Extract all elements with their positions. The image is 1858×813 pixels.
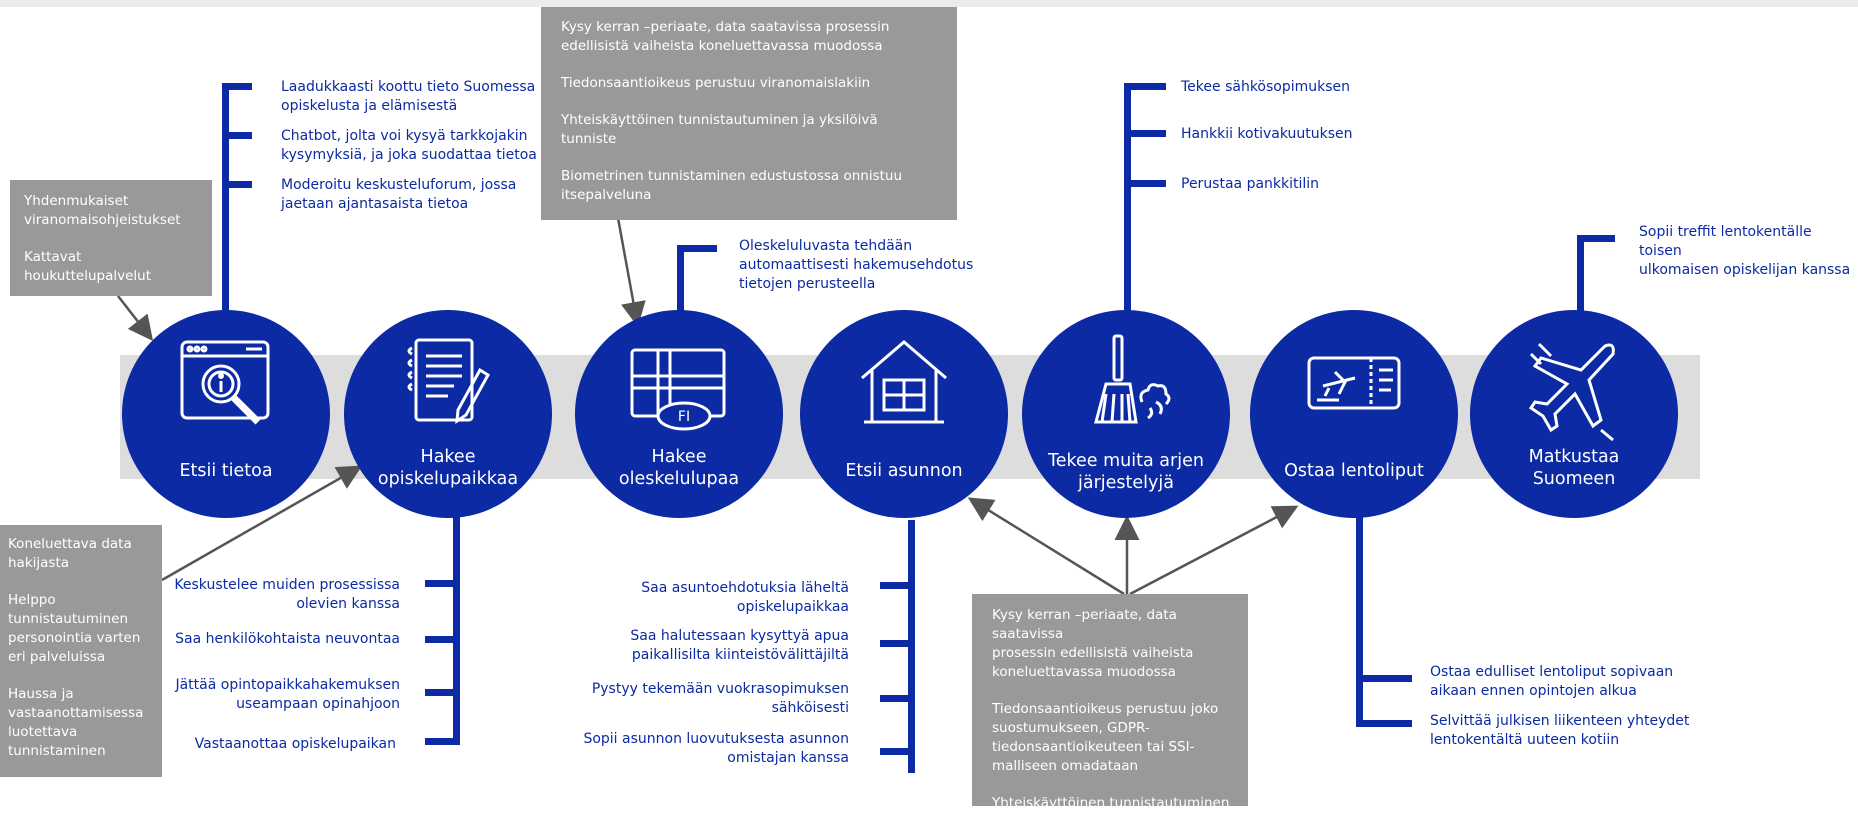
info-box-left-top-line-1: Yhdenmukaiset viranomaisohjeistukset: [24, 193, 181, 228]
branch-tick: [880, 695, 910, 702]
branch-tick: [880, 748, 910, 755]
arrow-to-hakee-opiskelupaikkaa: [161, 465, 363, 582]
info-box-center-bottom-line-1: Kysy kerran –periaate, data saatavissa p…: [992, 607, 1194, 680]
step-tekee-muita: Tekee muita arjen järjestelyjä: [1022, 310, 1230, 518]
step-label: Ostaa lentoliput: [1284, 461, 1424, 481]
branch-tick: [1577, 235, 1615, 242]
branch-tick: [677, 245, 717, 252]
info-box-left-bottom-line-1: Koneluettava data hakijasta: [8, 536, 132, 571]
info-box-left-bottom-line-3: Haussa ja vastaanottamisessa luotettava …: [8, 686, 144, 759]
info-box-center-top-line-2: Tiedonsaantioikeus perustuu viranomaisla…: [561, 75, 871, 91]
branch-tick: [425, 636, 455, 643]
step-ostaa-lentoliput: Ostaa lentoliput: [1250, 310, 1458, 518]
step-label: Matkustaa Suomeen: [1528, 447, 1620, 489]
etsii-tietoa-item-3: Moderoitu keskusteluforum, jossa jaetaan…: [281, 177, 517, 212]
hakee-opiskelupaikkaa-item-1: Keskustelee muiden prosessissa olevien k…: [174, 577, 400, 612]
plane-ticket-icon: [1307, 356, 1401, 410]
step-hakee-opiskelupaikkaa: Hakee opiskelupaikkaa: [344, 310, 552, 518]
arrow-to-ostaa-lentoliput: [1129, 505, 1299, 596]
branch-tick: [1124, 83, 1166, 90]
info-box-center-bottom-line-3: Yhteiskäyttöinen tunnistautuminen: [992, 795, 1230, 811]
info-box-left-bottom-line-2: Helppo tunnistautuminen personointia var…: [8, 592, 141, 665]
info-box-center-top: Kysy kerran –periaate, data saatavissa p…: [541, 7, 957, 220]
step-label: Etsii tietoa: [179, 461, 273, 481]
info-box-left-bottom: Koneluettava data hakijasta Helppo tunni…: [0, 525, 162, 777]
house-icon: [861, 340, 947, 424]
etsii-asunnon-item-2: Saa halutessaan kysyttyä apua paikallisi…: [630, 628, 849, 663]
ostaa-lentoliput-item-1: Ostaa edulliset lentoliput sopivaan aika…: [1430, 664, 1674, 699]
airplane-icon: [1528, 342, 1615, 442]
branch-tick: [425, 738, 455, 745]
hakee-opiskelupaikkaa-item-3: Jättää opintopaikkahakemuksen useampaan …: [175, 677, 400, 712]
hakee-opiskelupaikkaa-item-2: Saa henkilökohtaista neuvontaa: [175, 631, 400, 647]
step-label: Hakee oleskelulupaa: [618, 447, 740, 489]
etsii-asunnon-item-3: Pystyy tekemään vuokrasopimuksen sähköis…: [591, 681, 849, 716]
notepad-pen-icon: [407, 338, 490, 424]
svg-text:FI: FI: [678, 409, 690, 425]
branch-tick: [1356, 675, 1412, 682]
step-matkustaa-suomeen: Matkustaa Suomeen: [1470, 310, 1678, 518]
branch-tick: [425, 689, 455, 696]
branch-stem-tekee-muita: [1124, 83, 1131, 315]
step-label: Etsii asunnon: [845, 461, 963, 481]
info-box-left-top: Yhdenmukaiset viranomaisohjeistukset Kat…: [10, 180, 212, 296]
broom-icon: [1094, 334, 1171, 424]
info-box-center-bottom-line-2: Tiedonsaantioikeus perustuu joko suostum…: [992, 701, 1219, 774]
tekee-muita-item-2: Hankkii kotivakuutuksen: [1181, 126, 1353, 142]
top-bar: [0, 0, 1858, 7]
search-info-icon: [180, 340, 270, 425]
hakee-oleskelulupaa-item-1: Oleskeluluvasta tehdään automaattisesti …: [739, 238, 974, 292]
arrow-to-etsii-tietoa: [117, 295, 154, 341]
matkustaa-item-1: Sopii treffit lentokentälle toisen ulkom…: [1639, 224, 1851, 278]
etsii-tietoa-item-2: Chatbot, jolta voi kysyä tarkkojakin kys…: [281, 128, 537, 163]
tekee-muita-item-1: Tekee sähkösopimuksen: [1181, 79, 1351, 95]
etsii-tietoa-item-1: Laadukkaasti koottu tieto Suomessa opisk…: [281, 79, 536, 114]
step-label: Tekee muita arjen järjestelyjä: [1048, 451, 1204, 493]
branch-stem-matkustaa: [1577, 235, 1584, 315]
branch-tick: [222, 83, 252, 90]
finland-flag-icon: FI: [630, 348, 726, 431]
step-hakee-oleskelulupaa: FI Hakee oleskelulupaa: [575, 310, 783, 518]
info-box-center-bottom: Kysy kerran –periaate, data saatavissa p…: [972, 594, 1248, 811]
info-box-center-top-line-4: Biometrinen tunnistaminen edustustossa o…: [561, 168, 903, 203]
step-etsii-tietoa: Etsii tietoa: [122, 310, 330, 518]
hakee-opiskelupaikkaa-item-4: Vastaanottaa opiskelupaikan: [194, 736, 396, 752]
arrow-to-hakee-oleskelulupaa: [616, 217, 646, 327]
branch-tick: [222, 181, 252, 188]
branch-tick: [222, 132, 252, 139]
ostaa-lentoliput-item-2: Selvittää julkisen liikenteen yhteydet l…: [1430, 713, 1690, 748]
branch-tick: [880, 582, 910, 589]
info-box-center-top-line-3: Yhteiskäyttöinen tunnistautuminen ja yks…: [561, 112, 878, 147]
etsii-asunnon-item-1: Saa asuntoehdotuksia läheltä opiskelupai…: [641, 580, 849, 615]
step-label: Hakee opiskelupaikkaa: [377, 447, 519, 489]
branch-tick: [880, 640, 910, 647]
branch-tick: [1356, 720, 1412, 727]
branch-stem-etsii-tietoa: [222, 83, 229, 315]
etsii-asunnon-item-4: Sopii asunnon luovutuksesta asunnon omis…: [583, 731, 849, 766]
branch-tick: [1124, 180, 1166, 187]
step-etsii-asunnon: Etsii asunnon: [800, 310, 1008, 518]
branch-stem-hakee-oleskelulupaa: [677, 245, 684, 315]
branch-tick: [1124, 130, 1166, 137]
arrow-to-etsii-asunnon: [967, 497, 1125, 596]
branch-stem-ostaa-lentoliput: [1356, 512, 1363, 727]
tekee-muita-item-3: Perustaa pankkitilin: [1181, 176, 1320, 192]
info-box-left-top-line-2: Kattavat houkuttelupalvelut: [24, 249, 152, 284]
branch-stem-hakee-opiskelupaikkaa: [453, 512, 460, 745]
branch-tick: [425, 580, 455, 587]
info-box-center-top-line-1: Kysy kerran –periaate, data saatavissa p…: [561, 19, 890, 54]
branch-stem-etsii-asunnon: [908, 520, 915, 773]
